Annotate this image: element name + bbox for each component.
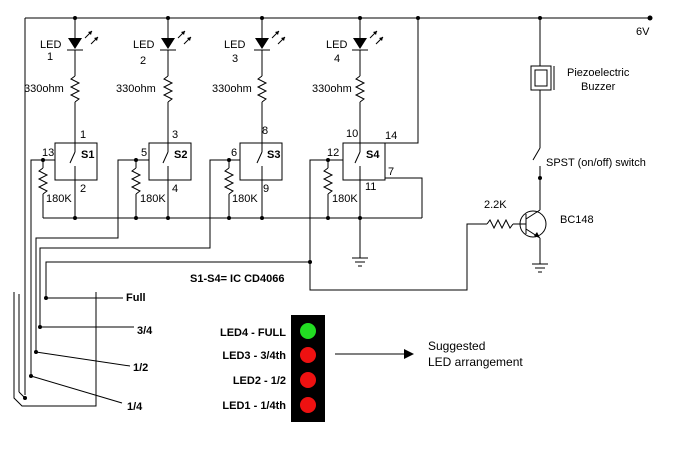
pin-9-label: 9: [263, 183, 269, 195]
arrangement-label-led2: LED2 - 1/2: [233, 375, 286, 387]
supply-label: 6V: [636, 26, 650, 38]
ground-bus: [43, 216, 422, 220]
switch-s4-label: S4: [366, 149, 380, 161]
pin-8-label: 8: [262, 125, 268, 137]
pulldown-4-label: 180K: [332, 193, 358, 205]
pin-11-label: 11: [365, 181, 376, 193]
spst-label: SPST (on/off) switch: [546, 157, 646, 169]
arrangement-caption-line1: Suggested: [428, 339, 485, 353]
led-4-icon: [353, 38, 367, 49]
led-3-icon: [255, 38, 269, 49]
led-branch-2: LED 2 330ohm: [116, 18, 192, 143]
base-resistor-label: 2.2K: [484, 199, 507, 211]
transistor-label: BC148: [560, 214, 594, 226]
switch-s2-label: S2: [174, 149, 187, 161]
pin-4-label: 4: [172, 183, 178, 195]
switch-s3-box: [239, 142, 283, 181]
led-3-number: 3: [232, 53, 238, 65]
pin-1-label: 1: [80, 129, 86, 141]
switch-s2-box: [148, 142, 192, 181]
led-2-number: 2: [140, 55, 146, 67]
arrangement-caption-line2: LED arrangement: [428, 355, 523, 369]
pin-2-label: 2: [80, 183, 86, 195]
led-4-number: 4: [334, 53, 340, 65]
pin-13-label: 13: [42, 147, 54, 159]
led-4-label: LED: [326, 39, 347, 51]
spst-switch-icon: [532, 147, 541, 161]
buzzer-label-line2: Buzzer: [581, 81, 616, 93]
pin-7-label: 7: [388, 166, 394, 178]
switch-s2: S2 3 4 5: [136, 129, 192, 218]
led-arrangement: LED4 - FULL LED3 - 3/4th LED2 - 1/2 LED1…: [220, 315, 523, 422]
switch-s1-label: S1: [81, 149, 94, 161]
resistor-2-label: 330ohm: [116, 83, 156, 95]
arrangement-led-3-4: [300, 347, 316, 363]
led-1-number: 1: [47, 51, 53, 63]
pulldown-1-label: 180K: [46, 193, 72, 205]
level-1-2-label: 1/2: [133, 362, 148, 374]
level-3-4-label: 3/4: [137, 325, 153, 337]
led-2-label: LED: [133, 39, 154, 51]
pin-14-label: 14: [385, 130, 397, 142]
level-1-4-label: 1/4: [127, 401, 143, 413]
arrangement-label-led3: LED3 - 3/4th: [222, 350, 286, 362]
buzzer-icon: [530, 65, 552, 91]
pin-12-label: 12: [327, 147, 339, 159]
led-branch-3: LED 3 330ohm: [212, 18, 286, 143]
buzzer-branch: Piezoelectric Buzzer SPST (on/off) switc…: [309, 18, 646, 291]
pin-3-label: 3: [172, 129, 178, 141]
arrangement-label-led1: LED1 - 1/4th: [222, 400, 286, 412]
led-branch-4: LED 4 330ohm: [312, 18, 384, 143]
pulldown-2-label: 180K: [140, 193, 166, 205]
led-2-icon: [161, 38, 175, 49]
switch-s3: S3 8 9 6: [229, 125, 283, 218]
arrangement-led-1-4: [300, 397, 316, 413]
led-1-label: LED: [40, 39, 61, 51]
arrangement-led-1-2: [300, 372, 316, 388]
water-tank: Full 3/4 1/2 1/4: [13, 292, 153, 413]
buzzer-label-line1: Piezoelectric: [567, 67, 630, 79]
led-1-icon: [68, 38, 82, 49]
resistor-1-label: 330ohm: [24, 83, 64, 95]
pulldown-3-label: 180K: [232, 193, 258, 205]
probe-wires: [24, 18, 328, 395]
switch-s1: S1 1 2 13: [42, 129, 98, 218]
ic-note: S1-S4= IC CD4066: [190, 273, 284, 285]
pin-5-label: 5: [141, 147, 147, 159]
led-branch-1: LED 1 330ohm: [24, 18, 99, 143]
supply-rail: 6V: [25, 15, 653, 38]
switch-s3-label: S3: [267, 149, 280, 161]
switch-s4: S4 10 11 12 14 7: [327, 18, 423, 267]
pin-10-label: 10: [346, 128, 358, 140]
led-3-label: LED: [224, 39, 245, 51]
switch-s4-box: [342, 142, 386, 181]
arrangement-led-full: [300, 323, 316, 339]
resistor-3-label: 330ohm: [212, 83, 252, 95]
resistor-4-label: 330ohm: [312, 83, 352, 95]
switch-s1-box: [54, 142, 98, 181]
arrangement-label-led4: LED4 - FULL: [220, 327, 286, 339]
pin-6-label: 6: [231, 147, 237, 159]
level-full-label: Full: [126, 292, 146, 304]
